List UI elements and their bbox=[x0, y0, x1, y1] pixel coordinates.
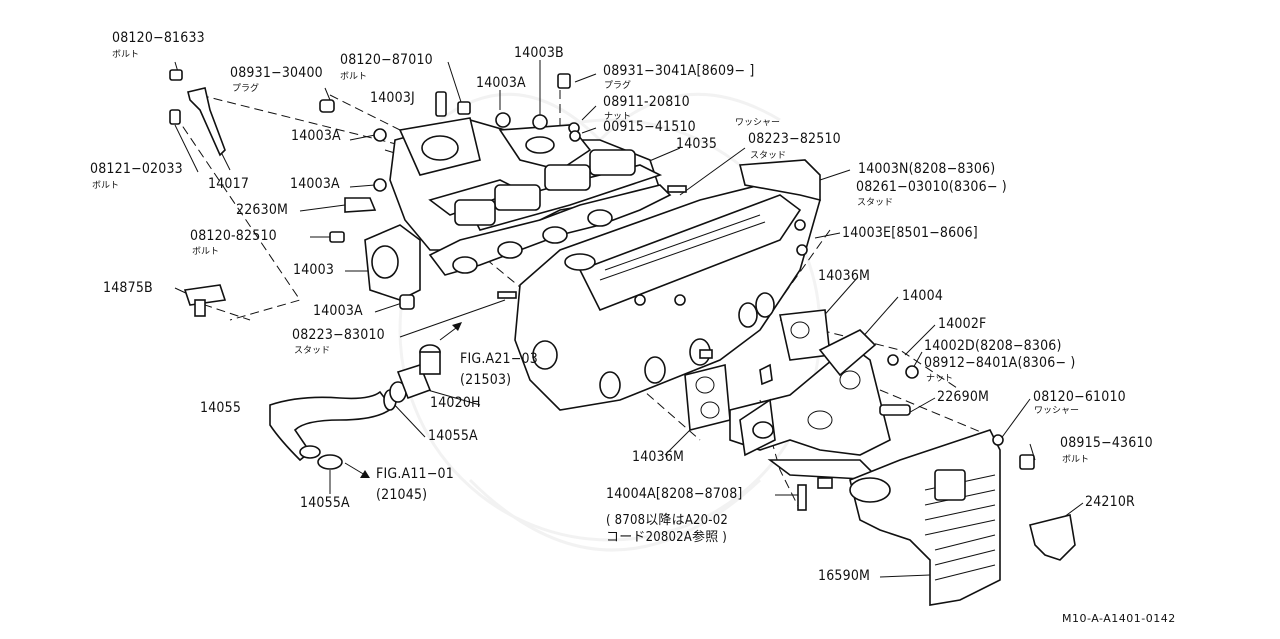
part-label: 14875B bbox=[103, 280, 153, 296]
part-sublabel: ボルト bbox=[112, 50, 140, 60]
part-sublabel: スタッド bbox=[294, 346, 331, 356]
diagram-code: M10-A-A1401-0142 bbox=[1062, 612, 1176, 625]
part-sublabel: ワッシャー bbox=[735, 118, 781, 128]
part-sublabel: ワッシャー bbox=[1034, 406, 1080, 416]
part-label: 08223−82510 bbox=[748, 131, 841, 147]
part-sublabel: プラグ bbox=[232, 84, 260, 94]
heat-insulator bbox=[849, 429, 1001, 606]
part-label: 08261−03010(8306− ) bbox=[856, 179, 1007, 195]
part-label: 08120−87010 bbox=[340, 52, 433, 68]
part-label: 14003J bbox=[370, 90, 415, 106]
part-label: 14002F bbox=[938, 316, 987, 332]
water-hose bbox=[269, 344, 441, 470]
part-label: 14003A bbox=[291, 128, 341, 144]
part-label: 14055 bbox=[200, 400, 242, 416]
part-label: 08120−81633 bbox=[112, 30, 205, 46]
part-label: 08120−61010 bbox=[1033, 389, 1126, 405]
part-label: 00915−41510 bbox=[603, 119, 696, 135]
fig-reference: FIG.A21−03 bbox=[460, 351, 538, 367]
part-label: 14017 bbox=[208, 176, 250, 192]
part-label: 14003A bbox=[476, 75, 526, 91]
note-line: ( 8708以降はA20-02 bbox=[606, 513, 729, 528]
part-label: 14003N(8208−8306) bbox=[858, 161, 996, 177]
part-label: 14003 bbox=[293, 262, 335, 278]
part-label: 16590M bbox=[818, 568, 871, 584]
part-sublabel: スタッド bbox=[857, 198, 894, 208]
part-label: 14036M bbox=[632, 449, 685, 465]
part-label: 22690M bbox=[937, 389, 990, 405]
part-sublabel: ナット bbox=[604, 112, 632, 122]
part-sublabel: ボルト bbox=[1062, 455, 1090, 465]
part-label: 08911-20810 bbox=[603, 94, 690, 110]
part-label: 14003A bbox=[290, 176, 340, 192]
part-label: 08223−83010 bbox=[292, 327, 385, 343]
part-label: 22630M bbox=[236, 202, 289, 218]
part-sublabel: ナット bbox=[926, 374, 954, 384]
part-label: 14004A[8208−8708] bbox=[606, 486, 743, 502]
intake-manifold bbox=[364, 117, 672, 310]
part-label: 14036M bbox=[818, 268, 871, 284]
part-label: 24210R bbox=[1085, 494, 1136, 510]
fig-reference-number: (21503) bbox=[460, 372, 512, 388]
part-label: 08120-82510 bbox=[190, 228, 277, 244]
part-label: 08121−02033 bbox=[90, 161, 183, 177]
small-parts bbox=[169, 69, 1035, 511]
note-line: コード20802A参照 ) bbox=[606, 530, 728, 545]
part-label: 14020H bbox=[430, 395, 481, 411]
bracket-24210r bbox=[1029, 514, 1076, 561]
fig-reference: FIG.A11−01 bbox=[376, 466, 454, 482]
part-label: 14004 bbox=[902, 288, 944, 304]
part-label: 14003E[8501−8606] bbox=[842, 225, 978, 241]
part-label: 14035 bbox=[676, 136, 718, 152]
part-label: 14055A bbox=[300, 495, 350, 511]
fig-arrows bbox=[344, 322, 462, 478]
exhaust-manifold bbox=[729, 329, 891, 481]
part-label: 08912−8401A(8306− ) bbox=[924, 355, 1076, 371]
part-sublabel: スタッド bbox=[750, 151, 787, 161]
part-label: 08915−43610 bbox=[1060, 435, 1153, 451]
part-sublabel: プラグ bbox=[604, 81, 632, 91]
part-sublabel: ボルト bbox=[92, 181, 120, 191]
part-sublabel: ボルト bbox=[192, 247, 220, 257]
part-sublabel: ボルト bbox=[340, 72, 368, 82]
part-label: 14003B bbox=[514, 45, 564, 61]
part-label: 14002D(8208−8306) bbox=[924, 338, 1062, 354]
part-label: 14055A bbox=[428, 428, 478, 444]
part-label: 08931−30400 bbox=[230, 65, 323, 81]
part-label: 14003A bbox=[313, 303, 363, 319]
part-label: 08931−3041A[8609− ] bbox=[603, 63, 755, 79]
fig-reference-number: (21045) bbox=[376, 487, 428, 503]
